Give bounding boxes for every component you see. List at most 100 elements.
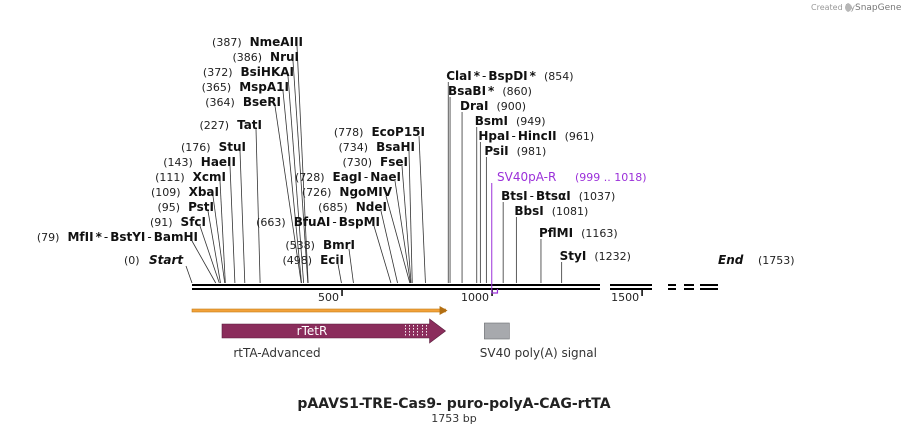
site-position: (778) xyxy=(334,126,364,139)
site-position: (1232) xyxy=(594,250,631,263)
enzyme-name: SfcI xyxy=(181,215,206,229)
site-position: (143) xyxy=(163,156,193,169)
sequence-backbone xyxy=(192,284,718,290)
site-separator: - xyxy=(147,230,151,244)
site-separator: - xyxy=(332,215,336,229)
site-line xyxy=(373,225,392,284)
enzyme-star: * xyxy=(474,69,481,83)
enzyme-name: PstI xyxy=(188,200,214,214)
enzyme-name: PsiI xyxy=(484,144,508,158)
cds-name: rtTA-Advanced xyxy=(233,346,320,360)
scale-tick-label: 500 xyxy=(318,291,339,304)
features: rTetR rtTA-Advanced SV40 poly(A) signal xyxy=(191,183,597,360)
site-position: (949) xyxy=(516,115,546,128)
enzyme-name: BseRI xyxy=(243,95,281,109)
site-position: (95) xyxy=(157,201,180,214)
site-line xyxy=(292,60,309,284)
site-separator: - xyxy=(482,69,486,83)
snapgene-logo-icon xyxy=(845,3,852,12)
enzyme-name: BamHI xyxy=(154,230,198,244)
backbone-gap xyxy=(652,284,668,290)
enzyme-name: BstYI xyxy=(110,230,145,244)
site-line xyxy=(408,150,413,284)
site-position: (730) xyxy=(342,156,372,169)
site-line xyxy=(212,195,226,284)
enzyme-name: StuI xyxy=(219,140,246,154)
enzyme-name: MspA1I xyxy=(239,80,289,94)
enzyme-name: HincII xyxy=(518,129,557,143)
enzyme-name: BsmI xyxy=(475,114,508,128)
site-position: (538) xyxy=(285,239,315,252)
site-line xyxy=(191,240,217,284)
site-position: (1037) xyxy=(579,190,616,203)
site-line xyxy=(418,135,426,284)
enzyme-name: BtsI xyxy=(501,189,528,203)
enzyme-name: EcoP15I xyxy=(371,125,425,139)
site-position: (663) xyxy=(256,216,286,229)
site-position: (498) xyxy=(283,254,313,267)
enzyme-name: FseI xyxy=(380,155,408,169)
site-position: (227) xyxy=(199,119,229,132)
start-position: (0) xyxy=(124,254,140,267)
enzyme-star: * xyxy=(96,230,103,244)
site-line xyxy=(219,180,226,284)
enzyme-name: BspMI xyxy=(339,215,380,229)
enzyme-name: TatI xyxy=(237,118,262,132)
site-position: (387) xyxy=(212,36,242,49)
enzyme-name: BmrI xyxy=(323,238,355,252)
enzyme-name: NdeI xyxy=(356,200,387,214)
start-label: Start xyxy=(149,253,184,267)
backbone-gap xyxy=(694,284,700,290)
enzyme-name: PflMI xyxy=(539,226,573,240)
cds-inner-label: rTetR xyxy=(297,324,328,338)
enzyme-name: BspDI xyxy=(488,69,527,83)
enzyme-name: XbaI xyxy=(189,185,219,199)
site-line xyxy=(229,165,236,284)
orf-bar xyxy=(191,308,446,313)
site-line xyxy=(296,45,309,284)
site-line xyxy=(199,225,220,284)
enzyme-name: NmeAIII xyxy=(250,35,303,49)
primer-name: SV40pA-R xyxy=(497,170,556,184)
enzyme-name: BsaHI xyxy=(376,140,415,154)
enzyme-name: BsiHKAI xyxy=(241,65,295,79)
scale-tick-label: 1500 xyxy=(611,291,639,304)
site-line xyxy=(348,248,354,284)
site-position: (372) xyxy=(203,66,233,79)
site-position: (728) xyxy=(295,171,325,184)
site-line xyxy=(255,128,261,284)
enzyme-name: HpaI xyxy=(478,129,509,143)
backbone-gap xyxy=(676,284,684,290)
site-position: (961) xyxy=(565,130,595,143)
plasmid-length: 1753 bp xyxy=(431,412,476,425)
site-position: (386) xyxy=(232,51,262,64)
site-position: (1163) xyxy=(581,227,618,240)
site-position: (365) xyxy=(202,81,232,94)
enzyme-name: StyI xyxy=(560,249,587,263)
site-position: (111) xyxy=(155,171,185,184)
enzyme-name: MfII xyxy=(67,230,93,244)
site-position: (860) xyxy=(502,85,532,98)
enzyme-star: * xyxy=(530,69,537,83)
enzyme-name: EagI xyxy=(333,170,362,184)
site-line xyxy=(380,210,398,284)
enzyme-name: EciI xyxy=(320,253,344,267)
polya-name: SV40 poly(A) signal xyxy=(480,346,597,360)
site-line xyxy=(394,180,411,284)
site-position: (726) xyxy=(302,186,332,199)
site-position: (854) xyxy=(544,70,574,83)
enzyme-name: XcmI xyxy=(193,170,226,184)
site-line xyxy=(287,75,305,284)
site-position: (109) xyxy=(151,186,181,199)
site-position: (734) xyxy=(339,141,369,154)
site-line xyxy=(282,90,302,284)
enzyme-name: NaeI xyxy=(370,170,401,184)
enzyme-name: NruI xyxy=(270,50,299,64)
site-position: (79) xyxy=(37,231,60,244)
site-separator: - xyxy=(530,189,534,203)
plasmid-title: pAAVS1-TRE-Cas9- puro-polyA-CAG-rtTA xyxy=(297,396,610,412)
site-position: (364) xyxy=(205,96,235,109)
site-line xyxy=(385,195,411,284)
